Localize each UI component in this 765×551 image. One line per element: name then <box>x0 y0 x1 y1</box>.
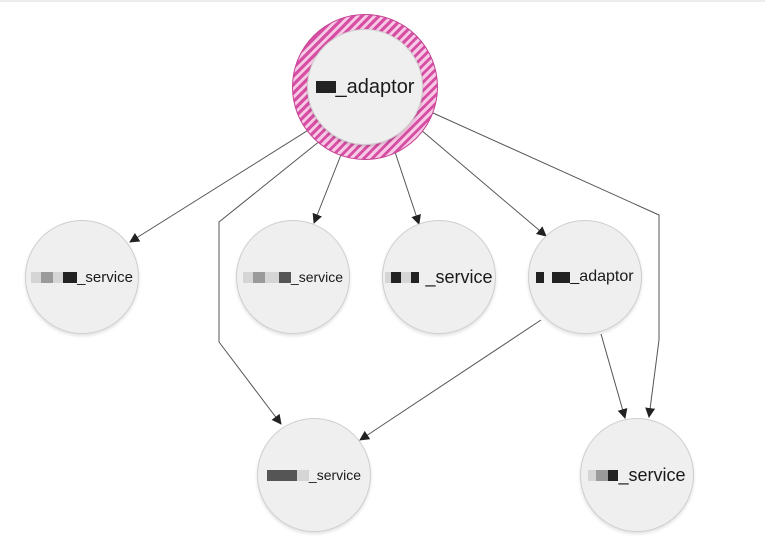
redacted-text <box>264 271 279 283</box>
redacted-text <box>315 81 336 93</box>
node-service-1[interactable]: _service <box>25 220 139 334</box>
node-adaptor-2[interactable]: _adaptor <box>528 220 642 334</box>
edge-a2-to-s6 <box>600 333 628 419</box>
redacted-text <box>266 469 297 481</box>
redacted-text <box>385 271 392 283</box>
redacted-text <box>596 469 609 481</box>
node-label: _service <box>290 269 344 285</box>
redacted-text <box>31 271 42 283</box>
redacted-text <box>296 469 309 481</box>
redacted-text <box>552 271 571 283</box>
edge-root-to-s5 <box>218 127 337 425</box>
top-border <box>0 0 765 2</box>
redacted-text <box>588 469 597 481</box>
redacted-text <box>41 271 54 283</box>
node-root-adaptor[interactable]: _adaptor <box>307 29 423 145</box>
node-label: _service <box>308 467 362 483</box>
node-label: _service <box>425 266 493 287</box>
node-service-6[interactable]: _service <box>580 418 694 532</box>
redacted-text <box>242 271 253 283</box>
redacted-text <box>401 271 412 283</box>
node-label: _service <box>618 464 686 485</box>
redacted-text <box>608 469 619 481</box>
redacted-text <box>411 271 420 283</box>
redacted-text <box>53 271 64 283</box>
edge-a2-to-s5 <box>359 319 542 441</box>
redacted-text <box>63 271 78 283</box>
node-label: _service <box>77 268 133 286</box>
redacted-text <box>252 271 265 283</box>
edge-root-to-s6 <box>432 112 660 418</box>
redacted-text <box>536 271 545 283</box>
edge-root-to-s1 <box>129 123 319 243</box>
node-label: _adaptor <box>570 268 634 285</box>
redacted-text <box>391 271 402 283</box>
node-service-5[interactable]: _service <box>257 418 371 532</box>
edge-root-to-a2 <box>413 123 547 237</box>
redacted-text <box>278 271 291 283</box>
node-service-3[interactable]: _service <box>382 220 496 334</box>
node-label: _adaptor <box>335 75 415 98</box>
node-service-2[interactable]: _service <box>236 220 350 334</box>
